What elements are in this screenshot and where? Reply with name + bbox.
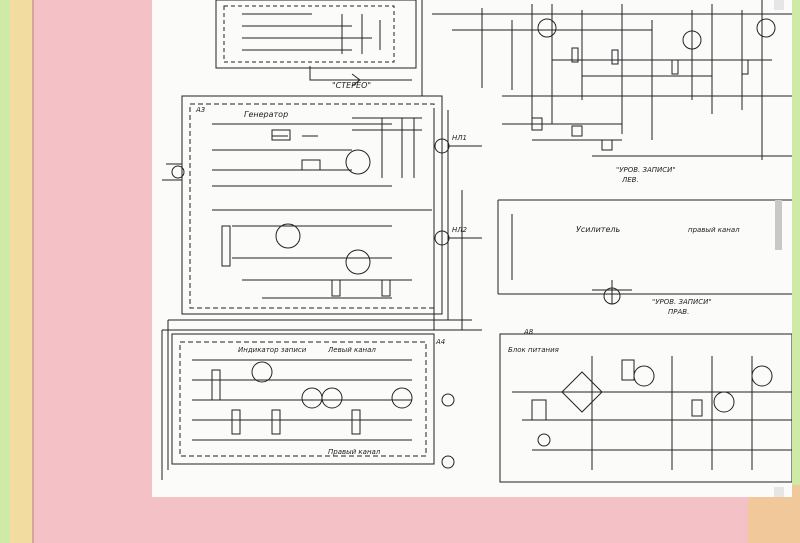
left-yellow-strip: [10, 0, 32, 543]
a8-label: А8: [523, 328, 534, 336]
a4-label: А4: [435, 338, 445, 346]
left-edge-line: [32, 0, 34, 543]
hl1-label: НЛ1: [452, 134, 467, 142]
power-unit-block: [499, 333, 792, 483]
stereo-label: "СТЕРЕО": [332, 81, 371, 90]
power-unit-label: Блок питания: [508, 346, 559, 354]
rec-level-right-label: "УРОВ. ЗАПИСИ": [652, 298, 712, 306]
a3-label: А3: [195, 106, 205, 114]
scrollbar-thumb[interactable]: [775, 200, 782, 250]
rec-level-right-sub: ПРАВ.: [668, 308, 689, 316]
bottom-pink-area: [152, 497, 748, 543]
left-pink-area: [34, 0, 152, 543]
rec-level-left-sub: ЛЕВ.: [621, 176, 639, 184]
indicator-label: Индикатор записи: [238, 346, 307, 354]
scroll-down-arrow-icon[interactable]: [774, 487, 784, 497]
right-channel-label: Правый канал: [328, 448, 381, 456]
rec-level-left-label: "УРОВ. ЗАПИСИ": [616, 166, 676, 174]
amp-right-label: Усилитель: [576, 225, 620, 234]
scroll-up-arrow-icon[interactable]: [774, 0, 784, 10]
stereo-switch-block: [215, 0, 417, 69]
left-green-strip: [0, 0, 10, 543]
hl2-label: НЛ2: [452, 226, 468, 234]
generator-label: Генератор: [244, 110, 288, 119]
indicator-block: [171, 333, 435, 465]
left-channel-label: Левый канал: [327, 346, 376, 354]
schematic-scan: "СТЕРЕО" Генератор А3 "УРОВ. ЗАПИСИ" ЛЕВ…: [152, 0, 792, 497]
vertical-scrollbar[interactable]: [774, 0, 784, 497]
schematic-drawing: "СТЕРЕО" Генератор А3 "УРОВ. ЗАПИСИ" ЛЕВ…: [161, 0, 792, 483]
amp-right-sub: правый канал: [688, 226, 740, 234]
generator-block: [181, 95, 443, 315]
